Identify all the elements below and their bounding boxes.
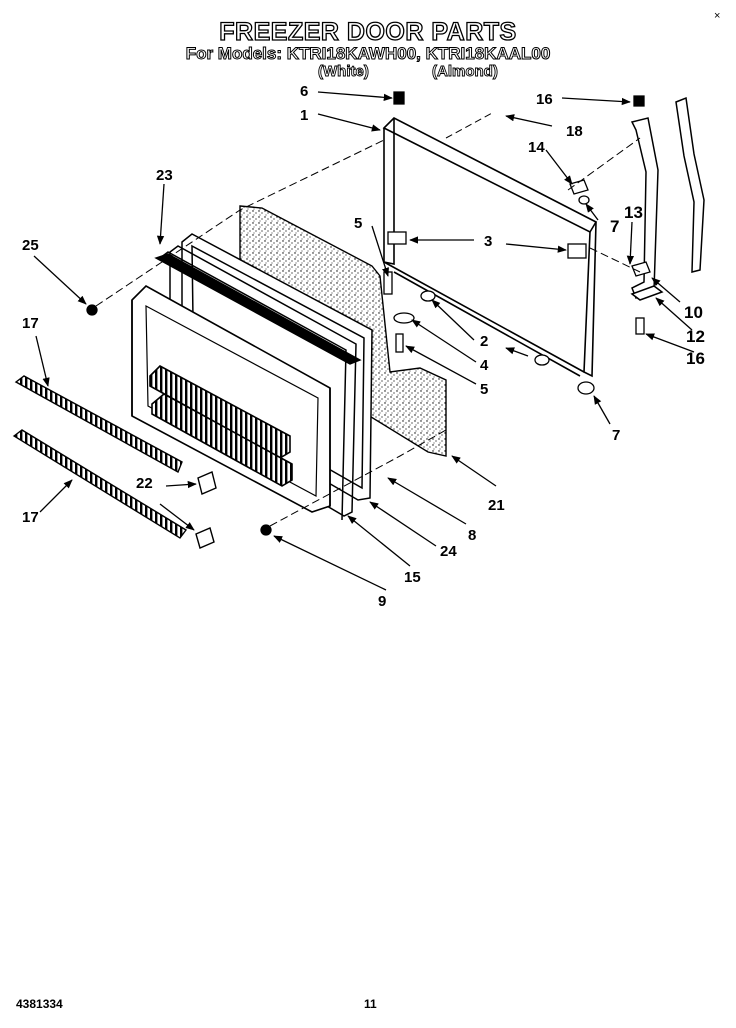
callout-9: 9 — [378, 593, 386, 610]
door-frame — [382, 111, 598, 378]
callout-12: 12 — [686, 327, 705, 346]
variant-white-label: (White) — [318, 63, 370, 81]
callout-1: 1 — [300, 107, 308, 124]
callout-10: 10 — [684, 303, 703, 322]
callout-labels: 6 1 16 18 14 23 13 7 5 3 3 25 10 17 2 12… — [22, 83, 705, 610]
page-title: FREEZER DOOR PARTS — [219, 17, 517, 46]
callout-17-top: 17 — [22, 315, 39, 332]
callout-23: 23 — [156, 167, 173, 184]
callout-25: 25 — [22, 237, 39, 254]
leader-arrows — [33, 91, 695, 591]
models-line: For Models: KTRI18KAWH00, KTRI18KAAL00 — [185, 44, 551, 64]
callout-21: 21 — [488, 497, 505, 514]
fasteners — [86, 91, 645, 536]
hinge-hardware — [387, 179, 651, 277]
callout-18: 18 — [566, 123, 583, 140]
callout-17-bottom: 17 — [22, 509, 39, 526]
page-number: 11 — [364, 997, 377, 1011]
end-caps — [195, 471, 217, 549]
assembly-lines — [95, 137, 641, 527]
callout-16-top: 16 — [536, 91, 553, 108]
callout-2: 2 — [480, 333, 488, 350]
document-number: 4381334 — [16, 997, 63, 1011]
callout-6: 6 — [300, 83, 308, 100]
callout-5-bottom: 5 — [480, 381, 488, 398]
callout-4: 4 — [480, 357, 489, 374]
variant-almond-label: (Almond) — [432, 63, 499, 81]
callout-3-left: 3 — [484, 233, 492, 250]
callout-24: 24 — [440, 543, 457, 560]
callout-14: 14 — [528, 139, 545, 156]
callout-7-bottom: 7 — [612, 427, 620, 444]
callout-16-bottom: 16 — [686, 349, 705, 368]
corner-mark: × — [714, 10, 721, 22]
callout-8: 8 — [468, 527, 476, 544]
callout-5-top: 5 — [354, 215, 362, 232]
door-liner-shelves — [131, 285, 331, 513]
callout-7-top: 7 — [610, 217, 619, 236]
hinge-bracket — [630, 96, 705, 301]
callout-22: 22 — [136, 475, 153, 492]
callout-13: 13 — [624, 203, 643, 222]
breaker-strip — [154, 253, 362, 365]
callout-15: 15 — [404, 569, 421, 586]
